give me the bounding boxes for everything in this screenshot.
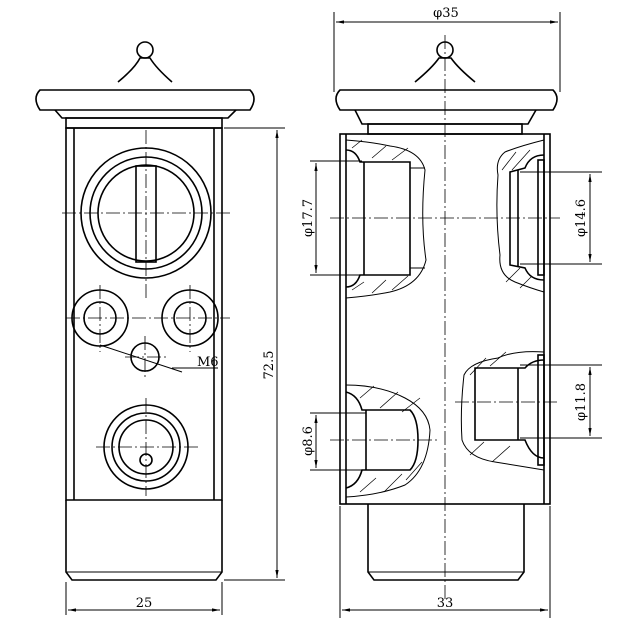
port-top-right-dimension: φ14.6 — [574, 199, 589, 237]
thread-label: M6 — [197, 355, 219, 370]
port-bottom-right-dimension: φ11.8 — [574, 383, 589, 421]
port-top-left-dimension: φ17.7 — [301, 199, 316, 237]
outer-diameter-dimension: φ35 — [433, 6, 459, 21]
width-side-dimension: 33 — [437, 596, 454, 611]
front-view — [35, 41, 285, 615]
port-bottom-left-dimension: φ8.6 — [301, 426, 316, 456]
side-view — [310, 12, 602, 618]
height-dimension: 72.5 — [262, 351, 277, 380]
width-front-dimension: 25 — [136, 596, 153, 611]
